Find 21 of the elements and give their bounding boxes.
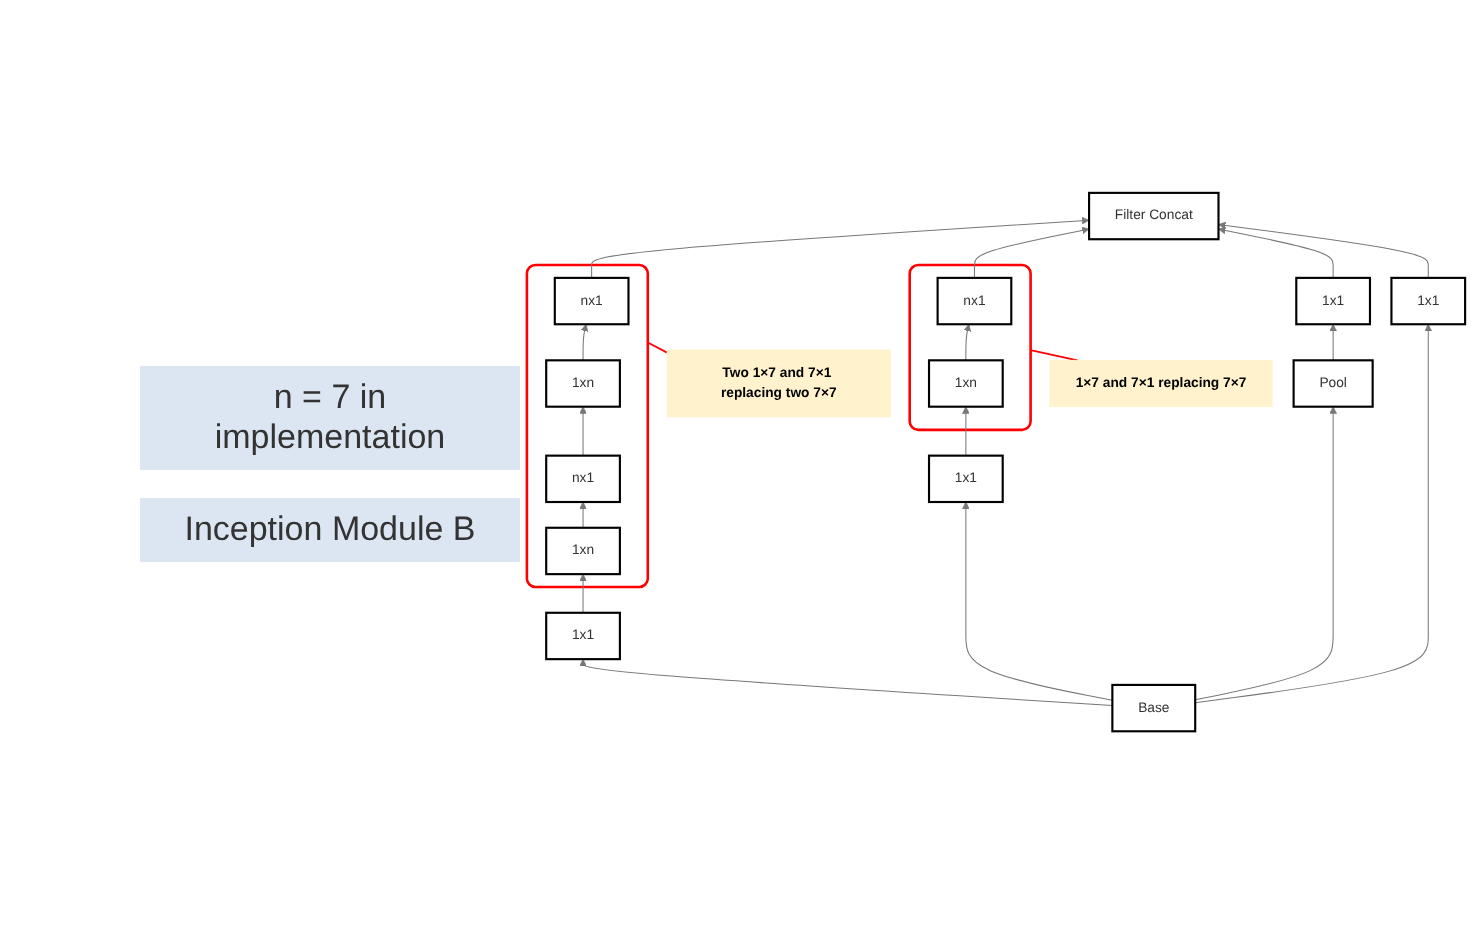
arrow (579, 659, 1113, 707)
note-label: Inception Module B (140, 497, 520, 561)
arrow (962, 407, 970, 458)
cluster (525, 264, 650, 590)
connector (646, 342, 668, 355)
arrow (1218, 227, 1334, 280)
arrow (1194, 407, 1337, 702)
arrow (1218, 222, 1429, 280)
cluster (908, 264, 1032, 433)
arrow (973, 227, 1090, 280)
arrow (962, 502, 1113, 702)
note-label: n = 7 in implementation (140, 365, 520, 469)
arrow (1329, 324, 1337, 362)
arrow (579, 574, 587, 615)
arrow (1194, 324, 1433, 705)
arrow (580, 324, 589, 362)
arrow (963, 324, 971, 362)
arrow (591, 217, 1090, 280)
connector (1029, 350, 1079, 363)
arrow (579, 502, 587, 530)
arrow (579, 407, 587, 458)
